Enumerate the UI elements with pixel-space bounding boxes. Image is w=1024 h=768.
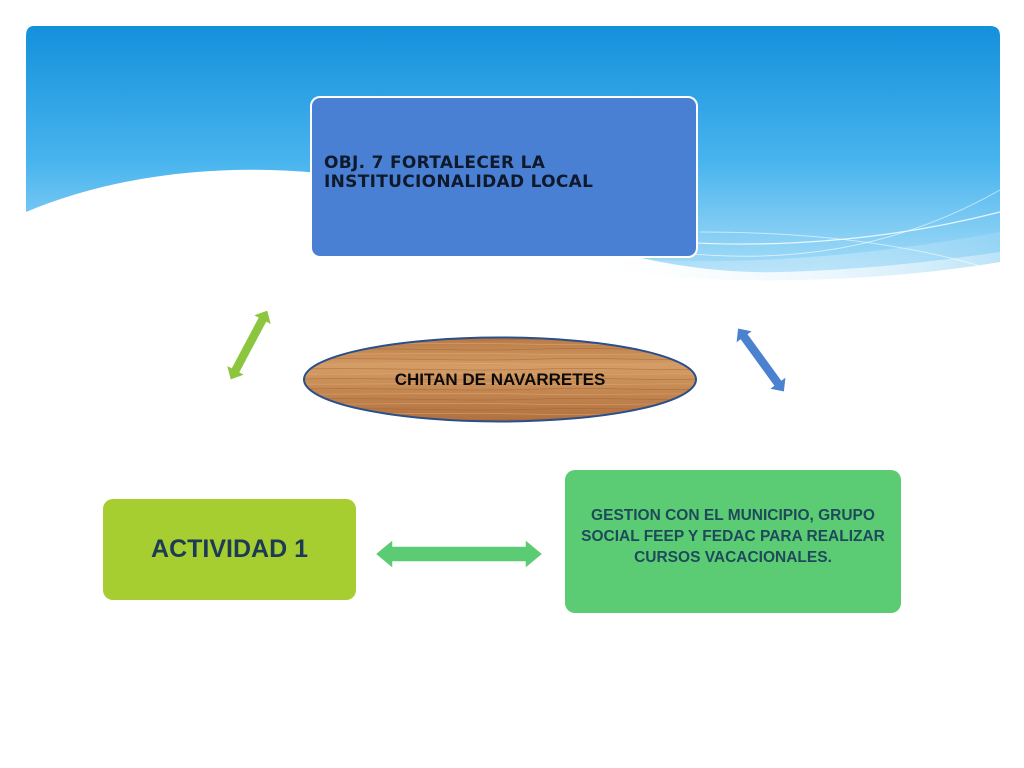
activity-box: ACTIVIDAD 1 xyxy=(103,499,356,600)
gestion-label: GESTION CON EL MUNICIPIO, GRUPO SOCIAL F… xyxy=(581,507,885,566)
ellipse-wood-grain xyxy=(304,337,696,422)
ellipse-outline xyxy=(303,336,697,423)
wave-band xyxy=(560,232,1000,281)
center-label: CHITAN DE NAVARRETES xyxy=(394,369,606,389)
objective-label: OBJ. 7 FORTALECER LA INSTITUCIONALIDAD L… xyxy=(324,153,594,192)
center-ellipse xyxy=(303,336,697,423)
double-arrow-icon-top-left xyxy=(224,308,274,382)
double-arrow-icon-bottom xyxy=(373,537,545,571)
wave-line xyxy=(699,231,1001,273)
objective-box: OBJ. 7 FORTALECER LA INSTITUCIONALIDAD L… xyxy=(310,96,698,258)
double-arrow-icon-top-right xyxy=(734,326,788,394)
activity-label: ACTIVIDAD 1 xyxy=(151,535,308,563)
gestion-box: GESTION CON EL MUNICIPIO, GRUPO SOCIAL F… xyxy=(565,470,901,613)
